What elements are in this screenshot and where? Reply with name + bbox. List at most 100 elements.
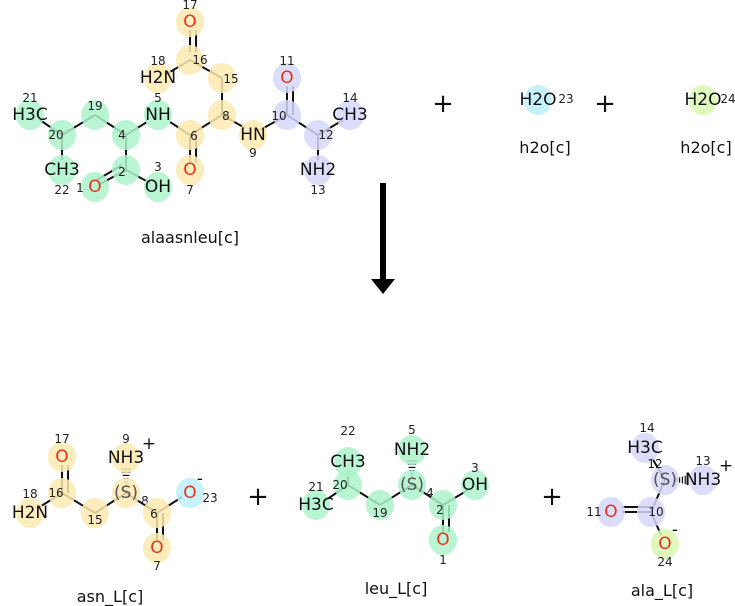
- atom-highlight: [176, 7, 204, 37]
- atom-highlight: [48, 442, 76, 472]
- atom-highlight: [81, 100, 109, 130]
- atom-7: O7: [150, 538, 163, 573]
- atom-label: NH2: [394, 440, 430, 460]
- atom-highlight: [239, 120, 267, 150]
- atom-number: 6: [190, 129, 198, 143]
- atom-highlight: [429, 490, 457, 520]
- charge-label: -: [197, 469, 203, 489]
- atom-9: NH3+9: [108, 432, 156, 468]
- atom-label: H2N: [140, 68, 176, 88]
- plus-sign: +: [594, 89, 616, 119]
- atom-number: 12: [647, 457, 662, 471]
- atom-highlight: [208, 100, 236, 130]
- atom-label: CH3: [330, 452, 365, 472]
- atom-number: 1: [439, 553, 447, 567]
- atom-8: 8: [222, 109, 230, 123]
- atoms: O1716H2N18158NH56O7HN910O1112CH314NH2134…: [12, 0, 735, 573]
- atom-6: 6: [190, 129, 198, 143]
- atom-number: 17: [182, 0, 197, 12]
- atom-11: O11: [279, 54, 294, 88]
- atom-highlight: [651, 465, 679, 495]
- atom-label: O: [658, 534, 671, 554]
- atom-label: O: [55, 447, 68, 467]
- atom-20: 20: [48, 128, 63, 142]
- atom-number: 8: [222, 109, 230, 123]
- atom-highlight: [429, 525, 457, 555]
- atom-number: 7: [186, 183, 194, 197]
- atom-number: 2: [436, 503, 444, 517]
- atom-number: 22: [54, 183, 69, 197]
- atom-number: 2: [118, 165, 126, 179]
- atom-number: 13: [310, 183, 325, 197]
- atom-label: NH3: [685, 470, 721, 490]
- atom-highlight: [304, 155, 332, 185]
- atom-highlight: [637, 497, 665, 527]
- atom-number: 18: [22, 487, 37, 501]
- atom-highlight: [144, 63, 172, 93]
- atom-12: (S)12: [647, 457, 677, 490]
- atom-16: 16: [48, 486, 63, 500]
- atom-highlight: [366, 490, 394, 520]
- atom-number: 16: [48, 486, 63, 500]
- atom-number: 24: [657, 555, 672, 569]
- atom-2: 2: [436, 503, 444, 517]
- atom-label: HN: [240, 125, 266, 145]
- molecule-name: asn_L[c]: [77, 587, 143, 606]
- molecule-name: leu_L[c]: [365, 579, 428, 599]
- molecule-name: h2o[c]: [519, 138, 570, 157]
- atom-number: 16: [192, 53, 207, 67]
- atom-highlight: [48, 478, 76, 508]
- atom-highlight: [334, 470, 362, 500]
- atom-7: O7: [183, 160, 196, 197]
- atom-label: NH3: [108, 448, 144, 468]
- atom-label: (S): [400, 475, 424, 495]
- charge-label: -: [672, 520, 678, 540]
- atom-3: OH3: [145, 160, 171, 197]
- atom-highlight: [461, 470, 489, 500]
- atom-24: O- 24: [657, 520, 678, 569]
- atom-highlight: [81, 498, 109, 528]
- atom-23: O-23: [183, 469, 217, 505]
- atom-highlight: [273, 63, 301, 93]
- atom-highlight: [176, 120, 204, 150]
- atom-highlight: [304, 120, 332, 150]
- atom-highlight: [176, 155, 204, 185]
- atom-label: H3C: [298, 495, 333, 515]
- molecule-name: ala_L[c]: [631, 581, 693, 601]
- atom-3: OH3: [462, 461, 488, 495]
- atom-label: H2O: [685, 90, 722, 110]
- atom-label: O: [604, 502, 617, 522]
- atom-highlight: [689, 465, 717, 495]
- atom-number: 1: [76, 181, 84, 195]
- atom-12: 12: [318, 128, 333, 142]
- molecule-name: h2o[c]: [680, 138, 731, 157]
- atom-5: NH5: [145, 91, 171, 125]
- atom-highlight: [112, 478, 140, 508]
- atom-highlight: [398, 470, 426, 500]
- atom-number: 6: [150, 507, 158, 521]
- atom-highlight: [334, 447, 362, 477]
- atom-number: 13: [695, 454, 710, 468]
- atom-highlight: [16, 498, 44, 528]
- atom-highlight: [176, 45, 204, 75]
- atom-19: 19: [87, 99, 102, 113]
- atom-16: 16: [192, 53, 207, 67]
- atom-highlight: [48, 155, 76, 185]
- atom-number: 12: [318, 128, 333, 142]
- atom-label: O: [183, 160, 196, 180]
- atom-highlight: [597, 497, 625, 527]
- atom-highlight: [336, 100, 364, 130]
- plus-sign: +: [247, 482, 269, 512]
- atom-number: 21: [22, 91, 37, 105]
- atom-highlight: [112, 155, 140, 185]
- atom-number: 20: [332, 478, 347, 492]
- atom-number: 10: [648, 505, 663, 519]
- atom-highlight: [651, 529, 679, 559]
- atom-number: 24: [720, 92, 735, 106]
- atom-label: O: [280, 68, 293, 88]
- atom-label: H2O: [520, 90, 557, 110]
